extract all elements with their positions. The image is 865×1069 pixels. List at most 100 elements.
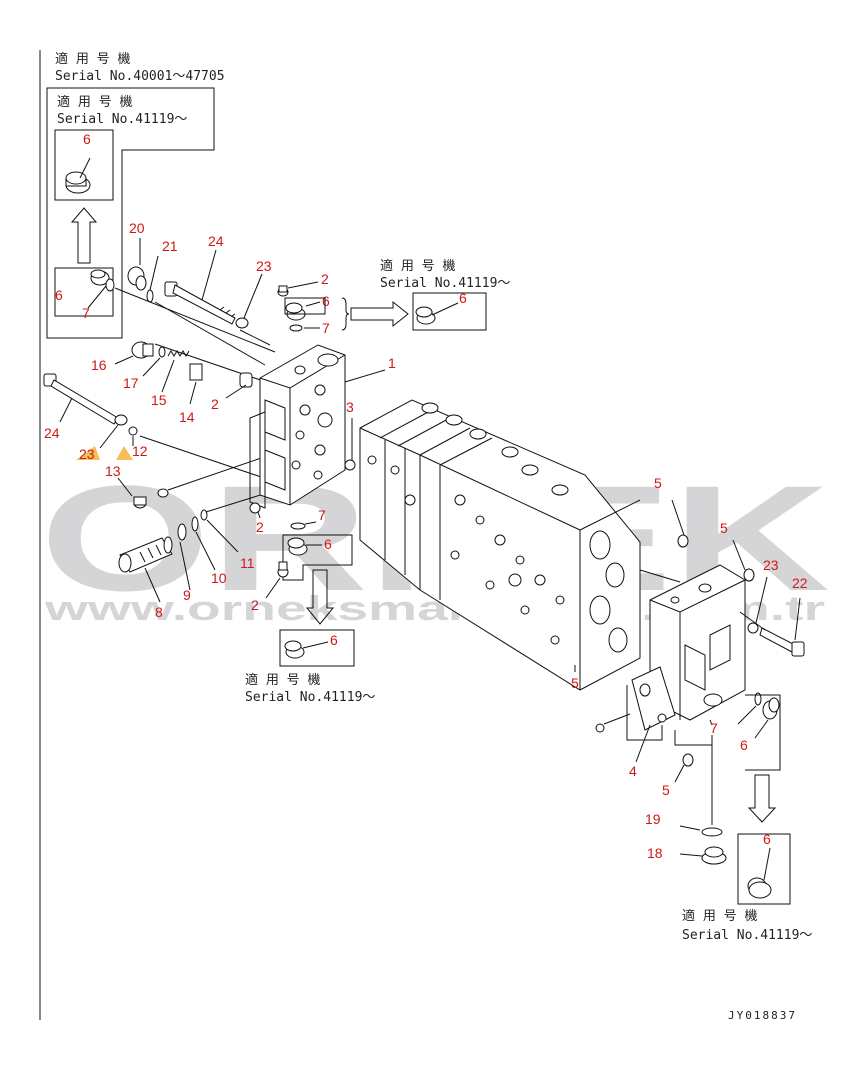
- callout-6: 6: [322, 293, 330, 309]
- plug-2-mid: [249, 502, 261, 514]
- down-arrow-icon: [305, 569, 335, 625]
- plug-2-top: [277, 285, 289, 297]
- serial-range-mid: Serial No.41119～: [245, 690, 375, 705]
- plug-icon: [415, 306, 436, 325]
- oring-11: [200, 509, 208, 521]
- washer-23-top: [235, 317, 249, 329]
- spring-15: [167, 350, 190, 357]
- valve-block-4: [631, 564, 746, 731]
- callout-23: 23: [763, 557, 779, 573]
- oring-7-right: [754, 692, 762, 706]
- callout-9: 9: [183, 587, 191, 603]
- callout-12: 12: [132, 443, 148, 459]
- callout-2: 2: [256, 519, 264, 535]
- plug-left-4: [595, 723, 605, 733]
- serial-note-inset: 適 用 号 機 Serial No.41119～: [57, 94, 187, 127]
- serial-header-bottom-right: 適 用 号 機: [682, 908, 757, 924]
- callout-7: 7: [318, 507, 326, 523]
- washer-23-right: [747, 622, 759, 634]
- callout-6: 6: [83, 131, 91, 147]
- callout-14: 14: [179, 409, 195, 425]
- callout-2: 2: [251, 597, 259, 613]
- plug-6-mid: [287, 537, 308, 556]
- callout-5: 5: [662, 782, 670, 798]
- fitting-5-lower: [682, 753, 694, 767]
- serial-header-top-right: 適 用 号 機: [380, 258, 455, 274]
- serial-header-main: 適 用 号 機: [55, 51, 130, 67]
- callout-8: 8: [155, 604, 163, 620]
- callout-1: 1: [388, 355, 396, 371]
- callout-23: 23: [79, 446, 95, 462]
- fitting-5-upper: [677, 534, 689, 548]
- callout-24: 24: [44, 425, 60, 441]
- serial-header-mid: 適 用 号 機: [245, 672, 320, 688]
- spool-14: [189, 363, 203, 381]
- callout-6: 6: [459, 290, 467, 306]
- down-arrow-icon: [747, 774, 777, 823]
- callout-2: 2: [211, 396, 219, 412]
- callout-11: 11: [240, 555, 255, 571]
- oring-19: [701, 827, 723, 837]
- callout-5: 5: [720, 520, 728, 536]
- callout-10: 10: [211, 570, 227, 586]
- fitting-16: [131, 341, 154, 359]
- valve-block-1: [239, 344, 346, 509]
- drawing-code: JY018837: [728, 1009, 797, 1022]
- plug-2-lower: [277, 561, 289, 578]
- callout-5: 5: [571, 675, 579, 691]
- oring-10: [191, 516, 199, 532]
- callout-4: 4: [629, 763, 637, 779]
- serial-note-main: 適 用 号 機 Serial No.40001～47705: [55, 51, 225, 84]
- serial-range-top-right: Serial No.41119～: [380, 276, 510, 291]
- callout-24: 24: [208, 233, 224, 249]
- right-arrow-icon: [350, 300, 409, 328]
- plug-icon: [65, 171, 91, 194]
- oring-7-top: [289, 324, 303, 332]
- fitting-5-right: [743, 568, 755, 582]
- inset-box-mid: [279, 629, 355, 667]
- callout-16: 16: [91, 357, 107, 373]
- relief-valve-8: [118, 536, 173, 573]
- oring-9: [177, 523, 187, 541]
- callout-6: 6: [740, 737, 748, 753]
- callout-5: 5: [654, 475, 662, 491]
- up-arrow-icon: [70, 207, 98, 264]
- plug-icon: [90, 269, 115, 292]
- plug-18: [701, 846, 727, 865]
- accent-mark: [76, 446, 133, 460]
- plug-6-right: [762, 697, 780, 720]
- callout-7: 7: [710, 720, 718, 736]
- inset-box-bottom-right: [737, 833, 791, 905]
- callout-22: 22: [792, 575, 808, 591]
- plug-icon: [747, 877, 772, 899]
- callout-2: 2: [321, 271, 329, 287]
- callout-6: 6: [324, 536, 332, 552]
- plug-icon: [284, 640, 305, 659]
- serial-header-inset: 適 用 号 機: [57, 94, 132, 110]
- callout-15: 15: [151, 392, 167, 408]
- serial-range-bottom-right: Serial No.41119～: [682, 928, 812, 943]
- callout-19: 19: [645, 811, 661, 827]
- serial-range-main: Serial No.40001～47705: [55, 69, 225, 84]
- callout-6: 6: [55, 287, 63, 303]
- fitting-20: [127, 266, 147, 291]
- callout-21: 21: [162, 238, 178, 254]
- oring-7-mid: [290, 522, 306, 530]
- callout-3: 3: [346, 399, 354, 415]
- washer-12: [128, 426, 138, 436]
- callout-13: 13: [105, 463, 121, 479]
- inset-box-top-right: [412, 292, 487, 331]
- oring-17: [158, 346, 166, 358]
- plug-13: [133, 496, 147, 509]
- callout-7: 7: [322, 320, 330, 336]
- inset-subbox-lower: [54, 267, 114, 317]
- plug-3: [344, 459, 356, 471]
- callout-23: 23: [256, 258, 272, 274]
- valve-stack: [359, 399, 641, 691]
- bolt-22: [759, 627, 805, 657]
- callout-20: 20: [129, 220, 145, 236]
- oring-13b: [157, 488, 169, 498]
- bolt-24-left: [43, 373, 119, 425]
- callout-6: 6: [330, 632, 338, 648]
